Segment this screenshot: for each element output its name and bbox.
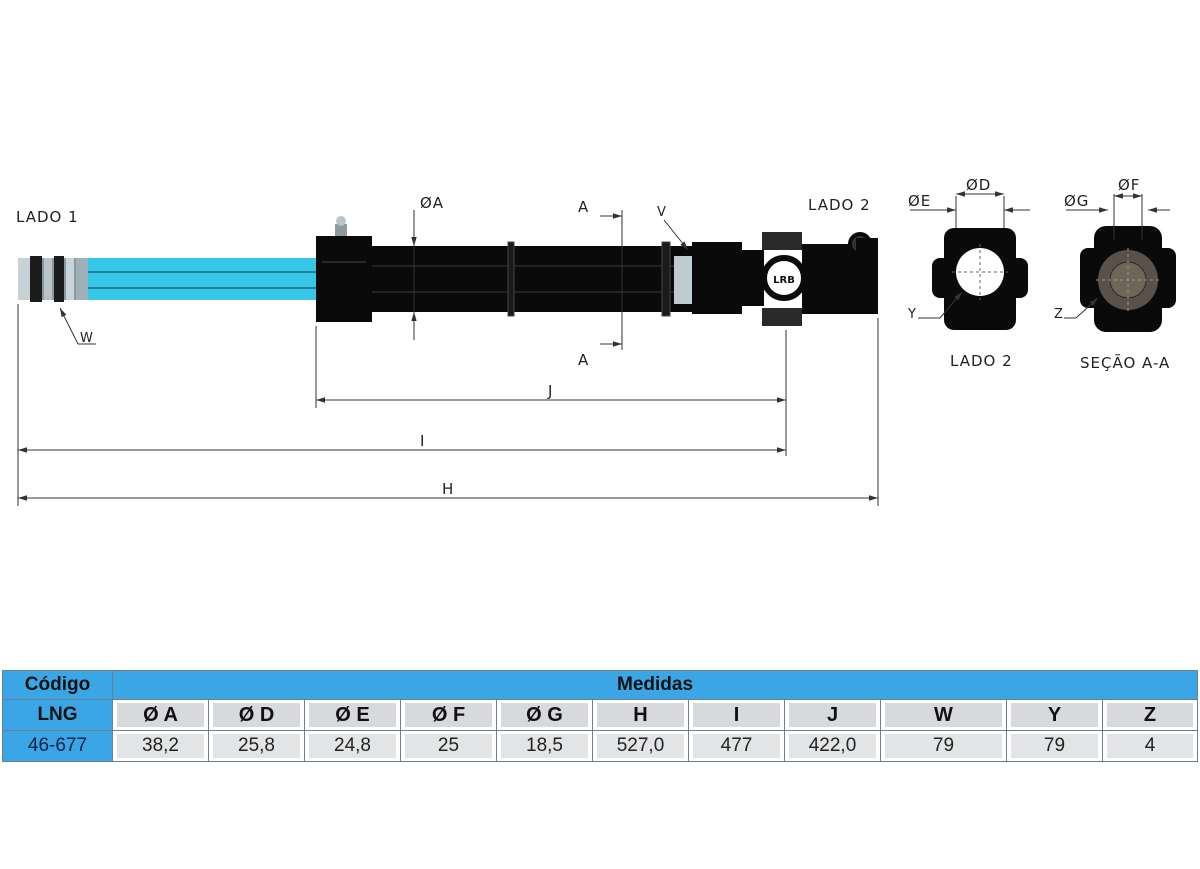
table-cell: 527,0: [592, 730, 689, 762]
column-header: Z: [1101, 699, 1199, 731]
table-cell: 477: [688, 730, 785, 762]
mark-y: Y: [907, 307, 916, 322]
table-cell: 4: [1101, 730, 1199, 762]
code-header: Código: [2, 670, 113, 700]
column-header: J: [784, 699, 881, 731]
side2-label: LADO 2: [808, 196, 871, 214]
mark-z: Z: [1054, 307, 1063, 322]
table-row: 46-677 38,2 25,8 24,8 25 18,5 527,0 477 …: [2, 730, 1199, 762]
technical-drawing: LADO 1 LADO 2 LRB: [16, 176, 1176, 506]
table-cell: 25: [400, 730, 497, 762]
section-mark-top: A: [578, 198, 589, 216]
dim-i-label: I: [420, 432, 425, 450]
mark-v: V: [657, 205, 666, 220]
column-header: W: [880, 699, 1007, 731]
table-cell: 38,2: [112, 730, 209, 762]
side2-view-label: LADO 2: [950, 352, 1013, 370]
section-mark-bottom: A: [578, 351, 589, 369]
dim-e-label: ØE: [908, 192, 931, 210]
table-cell: 18,5: [496, 730, 593, 762]
side2-end-view: [932, 228, 1028, 330]
table-cell: 79: [1006, 730, 1103, 762]
side1-label: LADO 1: [16, 208, 79, 226]
column-header: I: [688, 699, 785, 731]
code-subheader: LNG: [2, 699, 113, 731]
yoke-logo: LRB: [773, 275, 795, 286]
specification-table: Código Medidas LNG Ø A Ø D Ø E Ø F Ø G H…: [2, 670, 1199, 762]
column-header: Ø F: [400, 699, 497, 731]
mark-w: W: [80, 331, 93, 346]
inner-shaft: [88, 258, 318, 300]
table-cell: 25,8: [208, 730, 305, 762]
section-a-a-view: [1080, 226, 1176, 332]
dim-g-label: ØG: [1064, 192, 1089, 210]
dim-d-label: ØD: [966, 176, 991, 194]
table-cell: 79: [880, 730, 1007, 762]
column-header: Ø D: [208, 699, 305, 731]
column-header: Y: [1006, 699, 1103, 731]
product-code: 46-677: [2, 730, 113, 762]
table-cell: 24,8: [304, 730, 401, 762]
column-header: Ø E: [304, 699, 401, 731]
outer-tube: [316, 236, 692, 322]
dim-h-label: H: [442, 480, 454, 498]
column-header: Ø A: [112, 699, 209, 731]
section-view-label: SEÇÃO A-A: [1080, 353, 1170, 372]
splined-end: [18, 256, 90, 302]
grease-fitting: [335, 216, 347, 238]
dim-f-label: ØF: [1118, 176, 1140, 194]
table-cell: 422,0: [784, 730, 881, 762]
dim-a-label: ØA: [420, 194, 444, 212]
measures-header: Medidas: [111, 670, 1199, 700]
column-header: Ø G: [496, 699, 593, 731]
dim-j-label: J: [547, 382, 553, 400]
universal-joint: LRB: [692, 232, 878, 326]
column-header: H: [592, 699, 689, 731]
